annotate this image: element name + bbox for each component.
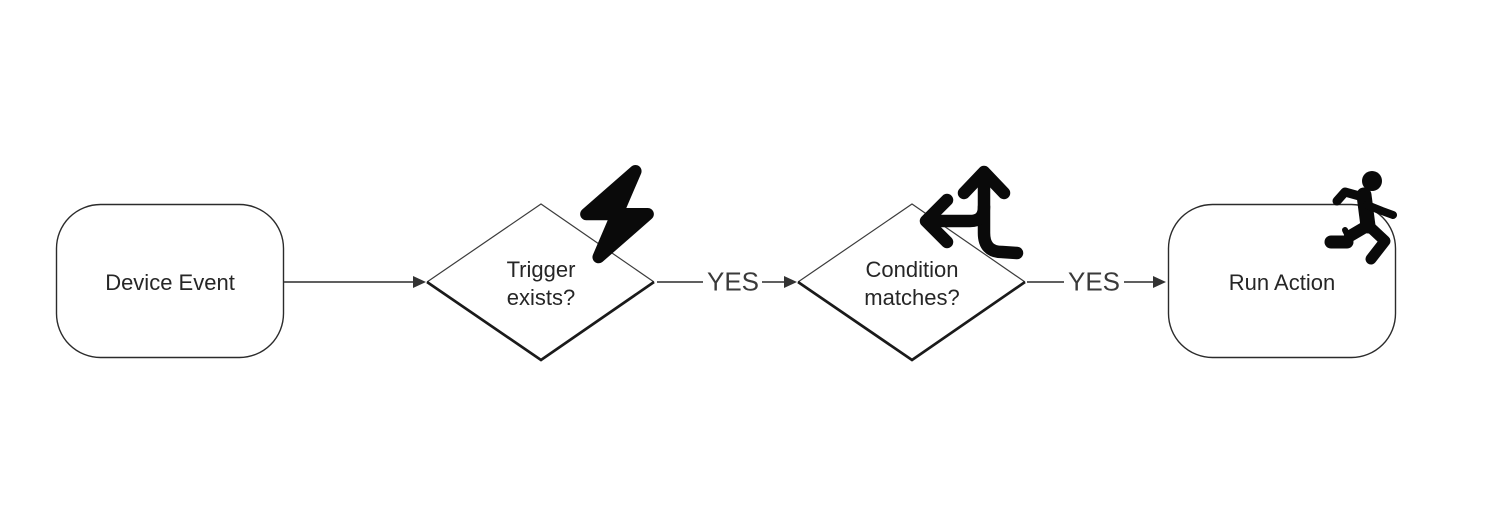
runner-back-leg bbox=[1364, 221, 1391, 265]
runner-front-arm bbox=[1332, 187, 1368, 206]
runner-back-arm bbox=[1363, 201, 1397, 219]
condition-matches-label: Condition matches? bbox=[864, 256, 959, 312]
condition-matches-label-line2: matches? bbox=[864, 285, 960, 310]
condition-diamond-bottom-edges bbox=[797, 280, 1026, 362]
trigger-diamond-bottom-edges bbox=[426, 280, 655, 362]
person-running-icon bbox=[1324, 171, 1397, 265]
trigger-exists-label-line1: Trigger bbox=[506, 257, 576, 282]
arrowhead-2 bbox=[784, 276, 797, 288]
condition-diamond-top-edges bbox=[797, 203, 1026, 283]
split-arrows-left-branch bbox=[927, 200, 991, 228]
arrowhead-3 bbox=[1153, 276, 1166, 288]
edge-yes-label-2: YES bbox=[1067, 266, 1121, 297]
edge-yes-label-1: YES bbox=[706, 266, 760, 297]
device-event-label: Device Event bbox=[105, 270, 235, 295]
split-arrows-up-arrowhead bbox=[957, 165, 1011, 200]
split-arrows-left-arrowhead bbox=[919, 193, 954, 249]
device-event-node bbox=[55, 203, 285, 359]
trigger-exists-label: Trigger exists? bbox=[507, 256, 576, 312]
trigger-exists-label-line2: exists? bbox=[506, 285, 576, 310]
run-action-label: Run Action bbox=[1228, 270, 1336, 295]
trigger-diamond-top-edges bbox=[426, 203, 655, 283]
split-arrows-icon bbox=[919, 165, 1024, 260]
runner-front-thigh bbox=[1344, 220, 1373, 242]
runner-head bbox=[1362, 171, 1382, 191]
split-arrows-stem bbox=[977, 166, 1024, 260]
condition-matches-label-line1: Condition bbox=[865, 257, 959, 282]
lightning-bolt-icon bbox=[580, 164, 654, 264]
arrowhead-1 bbox=[413, 276, 426, 288]
